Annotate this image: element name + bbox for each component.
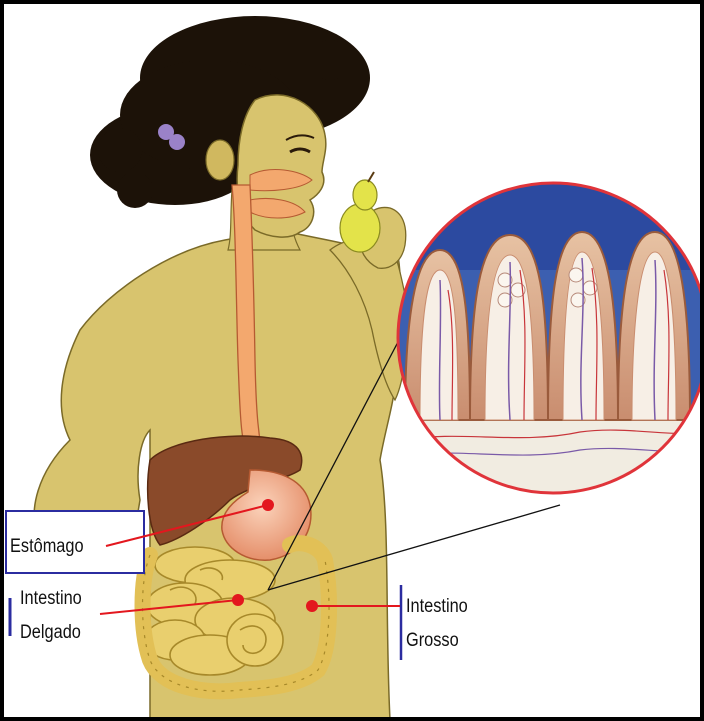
large-intestine-label-line2: Grosso [406, 630, 459, 651]
hair [90, 16, 370, 208]
large-intestine-pointer-dot [306, 600, 318, 612]
small-intestine-label-line1: Intestino [20, 588, 82, 609]
pear [340, 172, 380, 252]
small-intestine [145, 547, 283, 675]
small-intestine-label-line2: Delgado [20, 622, 81, 643]
large-intestine-label-line1: Intestino [406, 596, 468, 617]
small-intestine-pointer-dot [232, 594, 244, 606]
stomach-label: Estômago [10, 536, 84, 557]
ear [206, 140, 234, 180]
stomach-pointer-dot [262, 499, 274, 511]
